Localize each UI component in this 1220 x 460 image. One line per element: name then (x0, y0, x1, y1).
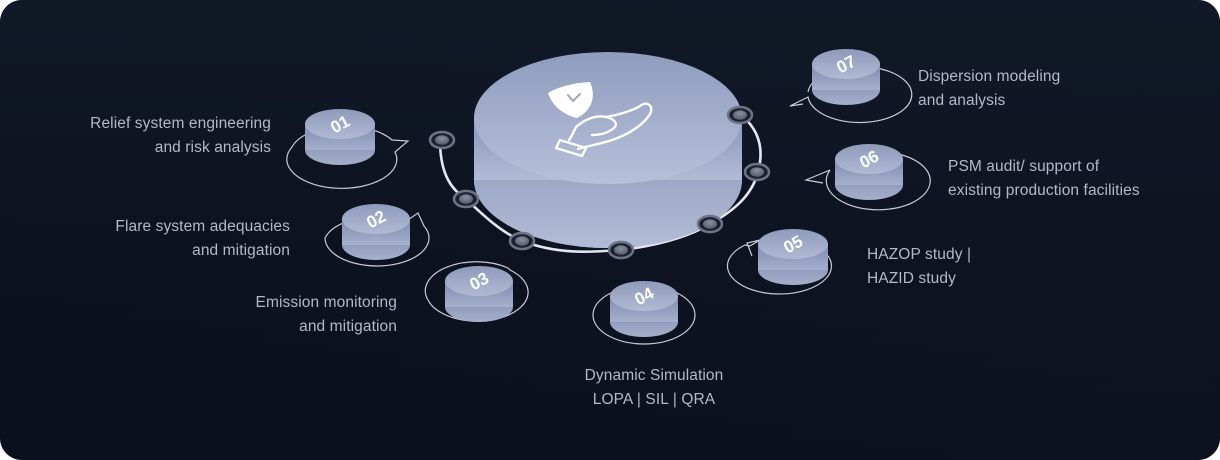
step-01-label-line1: Relief system engineering (90, 115, 271, 132)
speech-bubble-outline (803, 151, 931, 211)
connector-node (428, 130, 456, 150)
step-04-label-line2: LOPA | SIL | QRA (592, 391, 716, 408)
step-06-disc[interactable]: 06 (803, 144, 931, 211)
step-02-label-line2: and mitigation (192, 242, 290, 259)
step-07-label: Dispersion modeling and analysis (918, 65, 1060, 113)
step-03-label: Emission monitoring and mitigation (256, 291, 397, 339)
step-04-disc[interactable]: 04 (592, 281, 696, 345)
connector-node (743, 162, 771, 182)
central-disc (474, 52, 742, 248)
step-03-label-line1: Emission monitoring (255, 294, 397, 311)
connector-node (726, 105, 754, 125)
connector-node (696, 214, 724, 234)
step-01-label: Relief system engineering and risk analy… (90, 112, 271, 160)
step-05-label-line2: HAZID study (867, 270, 956, 287)
step-02-label: Flare system adequacies and mitigation (115, 215, 290, 263)
step-03-label-line2: and mitigation (299, 318, 397, 335)
shield-icon (548, 82, 593, 118)
step-04-label: Dynamic Simulation LOPA | SIL | QRA (554, 364, 754, 412)
hand-icon (554, 102, 653, 158)
step-05-label-line1: HAZOP study | (867, 246, 972, 263)
step-06-label: PSM audit/ support of existing productio… (948, 155, 1140, 203)
connector-nodes (428, 105, 771, 260)
step-06-label-line2: existing production facilities (948, 182, 1140, 199)
step-02-label-line1: Flare system adequacies (115, 218, 290, 235)
step-07-disc[interactable]: 07 (789, 49, 913, 124)
step-06-label-line1: PSM audit/ support of (948, 158, 1100, 175)
step-05-disc[interactable]: 05 (726, 229, 833, 295)
step-04-label-line1: Dynamic Simulation (584, 367, 724, 384)
connector-node (508, 231, 536, 251)
connector-node (452, 189, 480, 209)
step-03-disc[interactable]: 03 (424, 261, 529, 322)
connector-node (607, 240, 635, 260)
step-07-label-line1: Dispersion modeling (918, 68, 1061, 85)
step-01-disc[interactable]: 01 (286, 109, 410, 189)
step-05-label: HAZOP study | HAZID study (867, 243, 971, 291)
step-02-disc[interactable]: 02 (324, 204, 430, 267)
step-07-label-line2: and analysis (918, 92, 1006, 109)
step-01-label-line2: and risk analysis (154, 139, 271, 156)
